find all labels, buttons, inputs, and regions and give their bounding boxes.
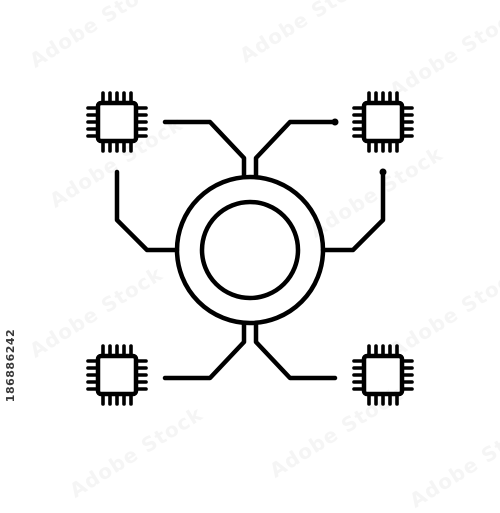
chip-icon-top-right <box>352 91 414 153</box>
connector-top-right <box>253 119 338 179</box>
chip-body <box>95 353 139 397</box>
chip-icon-bottom-right <box>352 344 414 406</box>
hub-outer-ring <box>174 174 326 326</box>
connector-top-left <box>162 119 247 179</box>
chip-body <box>361 100 405 144</box>
connector-bottom-right <box>253 321 338 381</box>
chip-icon-bottom-left <box>86 344 148 406</box>
connector-left <box>114 169 180 253</box>
chip-icon-top-left <box>86 91 148 153</box>
hub-inner-ring <box>199 199 301 301</box>
stock-id-label: 186886242 <box>2 250 20 480</box>
terminal-dot-right <box>379 168 387 176</box>
distributed-processing-icon <box>86 91 414 406</box>
connector-bottom-left <box>162 321 247 381</box>
chip-body <box>361 353 405 397</box>
chip-body <box>95 100 139 144</box>
terminal-dot-top-right <box>331 118 339 126</box>
connector-right <box>320 169 386 253</box>
stock-id-text: 186886242 <box>4 328 18 402</box>
